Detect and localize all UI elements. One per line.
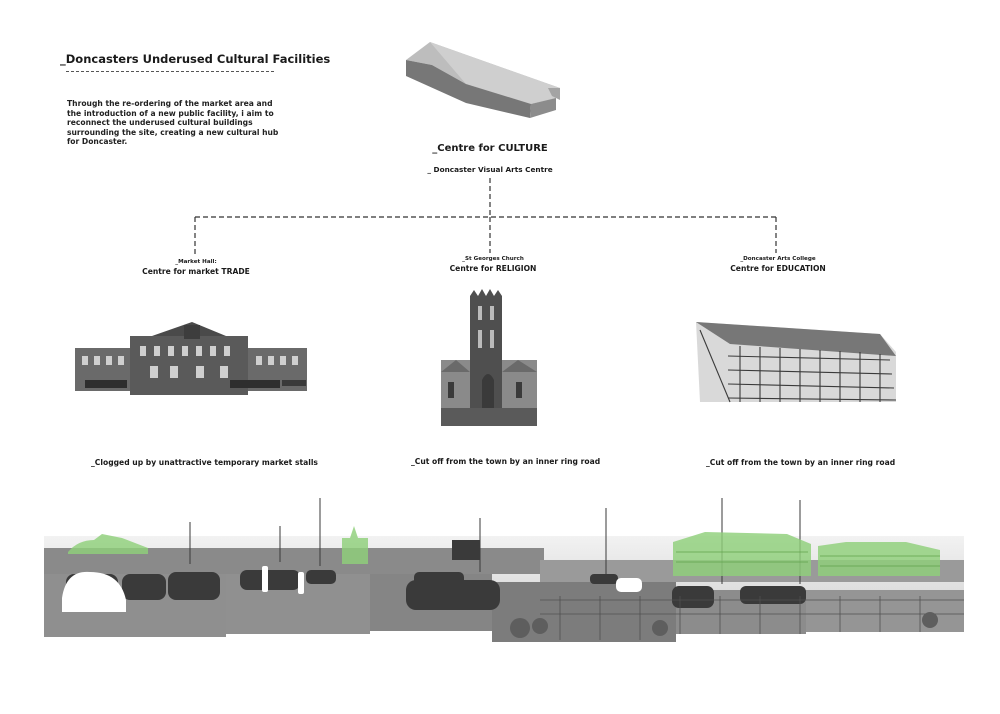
caption-religion: _Cut off from the town by an inner ring … (411, 457, 601, 466)
node-religion: _St Georges Church Centre for RELIGION (383, 256, 603, 273)
node-education-label: Centre for EDUCATION (730, 264, 826, 273)
page-title: _Doncasters Underused Cultural Facilitie… (60, 52, 331, 66)
node-trade-small: _Market Hall: (175, 259, 217, 265)
intro-text: Through the re-ordering of the market ar… (67, 99, 279, 147)
market-hall-image (75, 322, 307, 395)
church-image (441, 289, 537, 426)
node-education-small: _Doncaster Arts College (740, 256, 816, 262)
node-trade-label: Centre for market TRADE (142, 267, 250, 276)
highlight-college-main (673, 532, 811, 576)
title-underline (66, 71, 274, 72)
caption-education: _Cut off from the town by an inner ring … (706, 458, 896, 467)
highlighted-facilities (68, 526, 940, 576)
node-religion-label: Centre for RELIGION (449, 264, 537, 273)
hub-subtitle: _ Doncaster Visual Arts Centre (427, 165, 553, 174)
highlight-church (342, 526, 368, 564)
panorama-strip (44, 498, 964, 642)
caption-trade: _Clogged up by unattractive temporary ma… (91, 458, 318, 467)
visual-arts-centre-model (406, 42, 560, 118)
connector-tree (194, 178, 777, 257)
node-religion-small: _St Georges Church (462, 256, 524, 262)
highlight-market-hall (68, 534, 148, 554)
arts-college-image (696, 322, 897, 403)
hub-title: _Centre for CULTURE (432, 143, 548, 154)
node-trade: _Market Hall: Centre for market TRADE (86, 259, 306, 276)
node-education: _Doncaster Arts College Centre for EDUCA… (668, 256, 888, 273)
highlight-college-wing (818, 542, 940, 576)
